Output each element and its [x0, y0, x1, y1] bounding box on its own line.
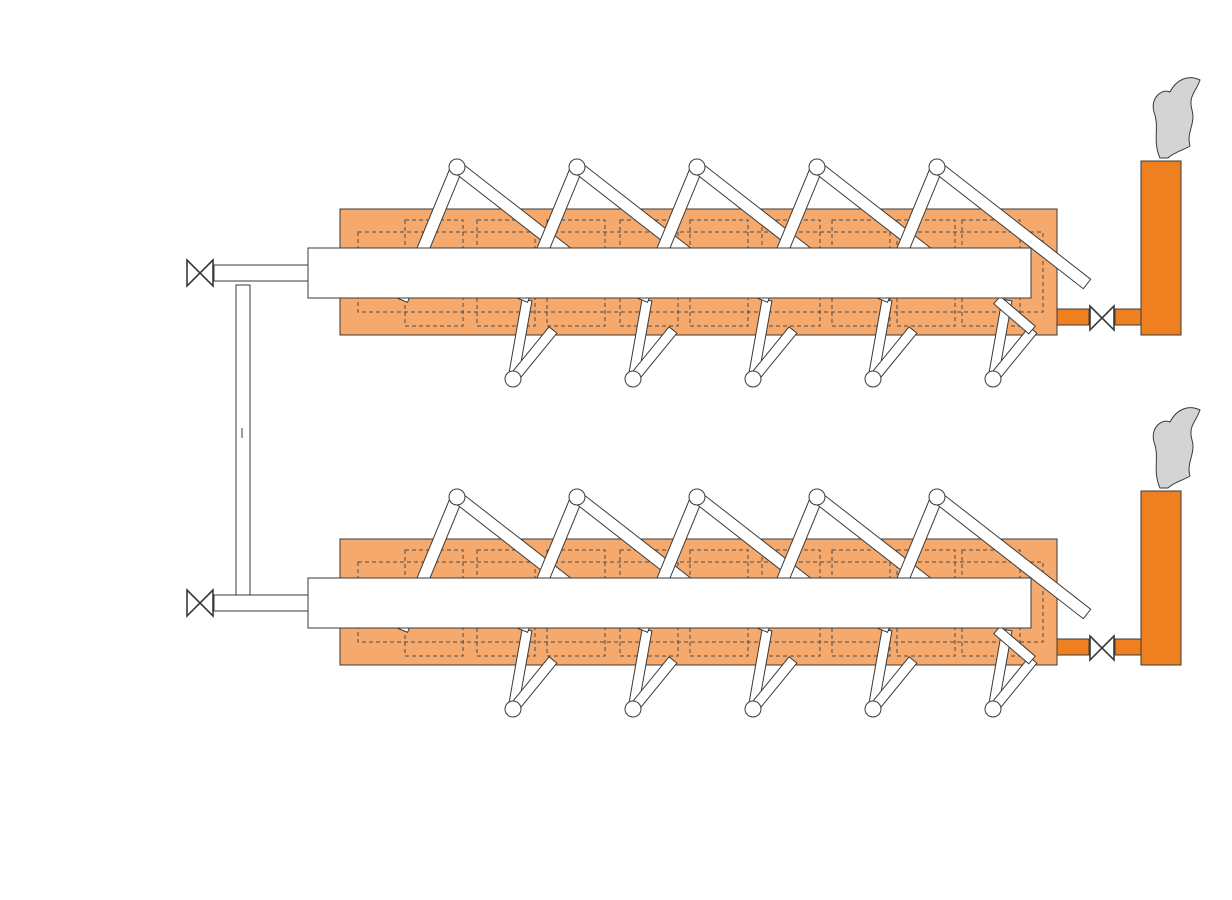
- chimney-pipe: [1056, 638, 1090, 656]
- rod-node-top: [448, 488, 466, 506]
- rod-node-bottom: [744, 370, 762, 388]
- rod-node-bottom: [864, 700, 882, 718]
- valve-icon: [186, 258, 214, 288]
- bypass-pipe: [235, 284, 251, 596]
- chimney-pipe: [1114, 308, 1142, 326]
- valve-right-wing: [1100, 304, 1115, 332]
- smoke-icon: [1152, 407, 1201, 489]
- valve-left-wing: [1089, 634, 1104, 662]
- rod-node-top: [688, 488, 706, 506]
- valve-icon: [1089, 304, 1115, 332]
- rod-node-top: [448, 158, 466, 176]
- rod-node-bottom: [864, 370, 882, 388]
- inner-flue-outline: [357, 561, 1044, 643]
- rod-node-top: [568, 488, 586, 506]
- main-tube: [307, 577, 1032, 629]
- heat-rod: [993, 295, 1036, 335]
- rod-node-bottom: [984, 700, 1002, 718]
- rod-node-bottom: [504, 700, 522, 718]
- valve-icon: [1089, 634, 1115, 662]
- chimney-icon: [1140, 160, 1182, 336]
- lower-unit: [186, 407, 1201, 718]
- valve-right-wing: [198, 258, 214, 288]
- rod-node-bottom: [624, 700, 642, 718]
- rod-node-bottom: [744, 700, 762, 718]
- rod-node-top: [568, 158, 586, 176]
- rod-node-top: [928, 158, 946, 176]
- rod-node-top: [808, 488, 826, 506]
- rod-node-bottom: [624, 370, 642, 388]
- inner-flue-outline: [357, 231, 1044, 313]
- bypass-vertical-pipe: [235, 284, 251, 596]
- upper-unit: [186, 77, 1201, 388]
- rod-node-top: [928, 488, 946, 506]
- main-tube: [307, 247, 1032, 299]
- valve-left-wing: [1089, 304, 1104, 332]
- inlet-pipe: [213, 594, 309, 612]
- rod-node-bottom: [984, 370, 1002, 388]
- rod-node-top: [808, 158, 826, 176]
- rod-node-bottom: [504, 370, 522, 388]
- valve-icon: [186, 588, 214, 618]
- inlet-pipe: [213, 264, 309, 282]
- valve-left-wing: [186, 588, 202, 618]
- valve-right-wing: [198, 588, 214, 618]
- smoke-icon: [1152, 77, 1201, 159]
- chimney-icon: [1140, 490, 1182, 666]
- valve-right-wing: [1100, 634, 1115, 662]
- rod-node-top: [688, 158, 706, 176]
- chimney-pipe: [1114, 638, 1142, 656]
- furnace-units: [186, 77, 1201, 718]
- valve-left-wing: [186, 258, 202, 288]
- heat-rod: [993, 625, 1036, 665]
- chimney-pipe: [1056, 308, 1090, 326]
